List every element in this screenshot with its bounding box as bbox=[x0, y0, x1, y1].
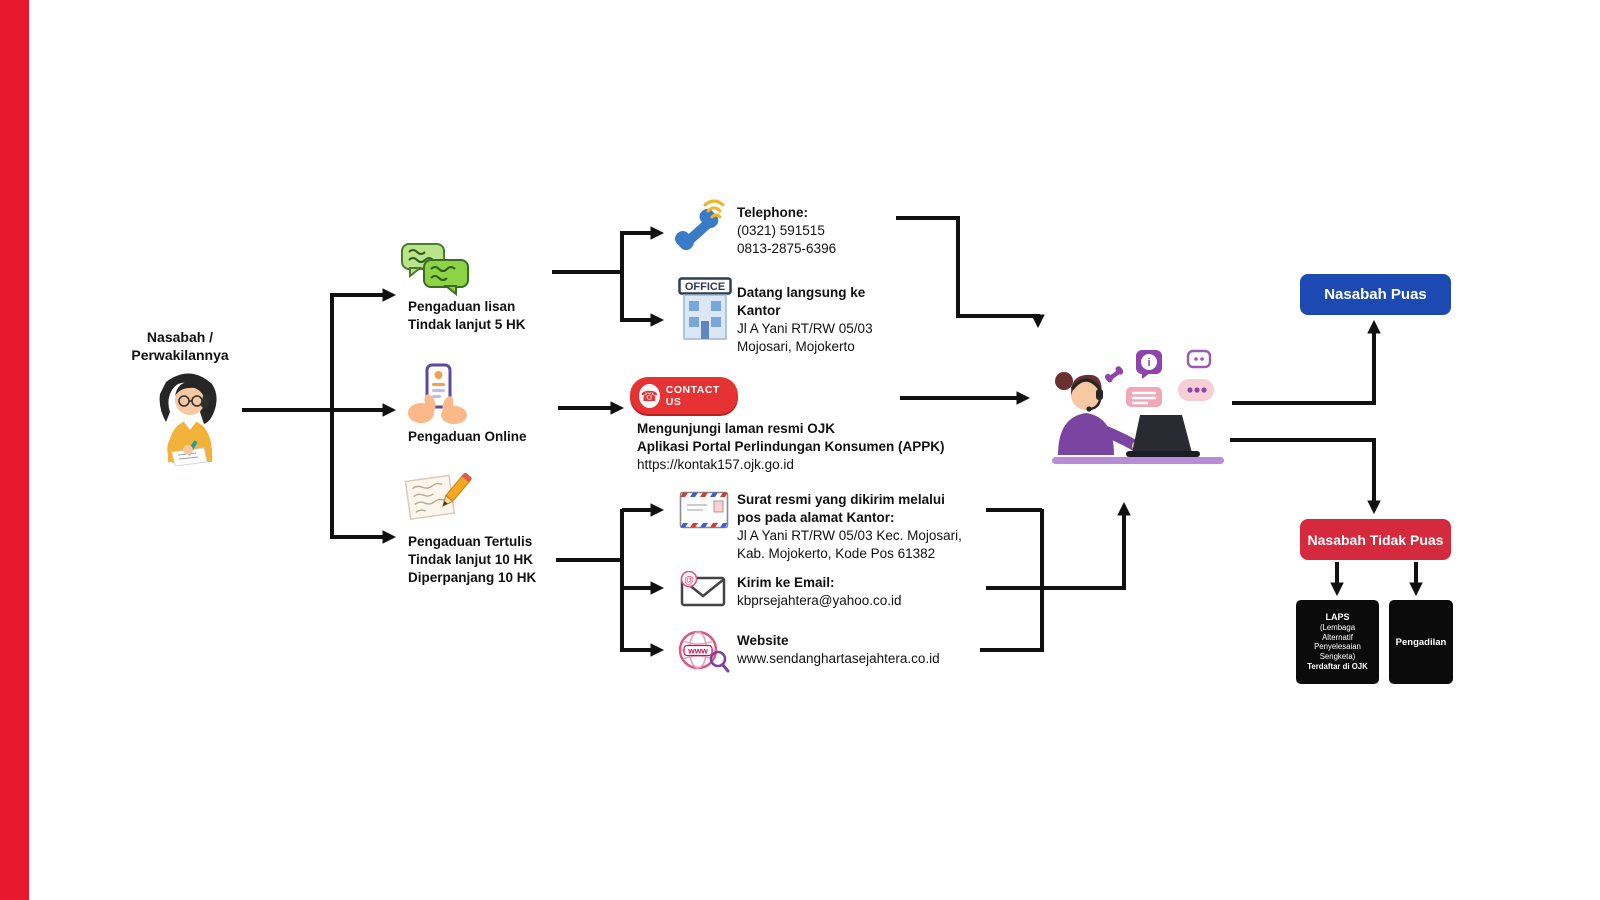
left-accent-bar bbox=[0, 0, 29, 900]
contact-phone-icon: ☎ bbox=[639, 383, 660, 408]
channel-online-title: Pengaduan Online bbox=[408, 429, 527, 444]
website-info: Website www.sendanghartasejahtera.co.id bbox=[737, 632, 1017, 668]
telephone-heading: Telephone: bbox=[737, 205, 809, 220]
email-envelope-icon: @ bbox=[680, 570, 726, 607]
telephone-info: Telephone: (0321) 591515 0813-2875-6396 bbox=[737, 204, 957, 258]
nasabah-tidak-puas-label: Nasabah Tidak Puas bbox=[1307, 531, 1444, 548]
mail-heading: Surat resmi yang dikirim melalui pos pad… bbox=[737, 492, 945, 525]
customer-illustration bbox=[138, 362, 242, 467]
website-heading: Website bbox=[737, 633, 789, 648]
source-label: Nasabah / Perwakilannya bbox=[131, 329, 229, 364]
telephone-numbers: (0321) 591515 0813-2875-6396 bbox=[737, 222, 837, 256]
airmail-envelope-icon bbox=[679, 491, 729, 529]
letter-pencil-icon bbox=[402, 468, 474, 530]
globe-website-icon: www bbox=[676, 628, 730, 674]
online-portal-link: https://kontak157.ojk.go.id bbox=[637, 456, 794, 472]
outcome-nasabah-tidak-puas: Nasabah Tidak Puas bbox=[1300, 519, 1451, 560]
outcome-laps: LAPS (Lembaga Alternatif Penyelesaian Se… bbox=[1296, 600, 1379, 684]
online-portal-info: Mengunjungi laman resmi OJK Aplikasi Por… bbox=[637, 420, 1017, 474]
office-building-icon: OFFICE bbox=[678, 277, 732, 341]
email-info: Kirim ke Email: kbprsejahtera@yahoo.co.i… bbox=[737, 574, 997, 610]
nasabah-puas-label: Nasabah Puas bbox=[1324, 286, 1427, 303]
mail-info: Surat resmi yang dikirim melalui pos pad… bbox=[737, 491, 1027, 563]
chat-bubbles-icon bbox=[400, 242, 470, 297]
phone-bubble-icon bbox=[1104, 366, 1124, 383]
pengadilan-label: Pengadilan bbox=[1395, 636, 1447, 648]
outcome-pengadilan: Pengadilan bbox=[1389, 600, 1453, 684]
email-at-glyph: @ bbox=[684, 575, 694, 586]
email-heading: Kirim ke Email: bbox=[737, 575, 835, 590]
office-address: Jl A Yani RT/RW 05/03 Mojosari, Mojokert… bbox=[737, 320, 873, 354]
office-info: Datang langsung ke Kantor Jl A Yani RT/R… bbox=[737, 284, 977, 356]
website-url: www.sendanghartasejahtera.co.id bbox=[737, 650, 940, 666]
info-bubble-glyph: i bbox=[1147, 357, 1150, 369]
mail-address: Jl A Yani RT/RW 05/03 Kec. Mojosari, Kab… bbox=[737, 527, 962, 561]
channel-tertulis-title: Pengaduan Tertulis Tindak lanjut 10 HK D… bbox=[408, 534, 537, 585]
online-portal-heading: Mengunjungi laman resmi OJK Aplikasi Por… bbox=[637, 421, 945, 454]
laps-title: LAPS bbox=[1325, 612, 1350, 622]
outcome-nasabah-puas: Nasabah Puas bbox=[1300, 274, 1451, 315]
laps-footer: Terdaftar di OJK bbox=[1307, 662, 1368, 672]
contact-us-label: CONTACT US bbox=[665, 383, 720, 408]
channel-lisan-title: Pengaduan lisan Tindak lanjut 5 HK bbox=[408, 299, 526, 332]
customer-service-illustration: i bbox=[1040, 345, 1240, 475]
contact-us-button[interactable]: ☎ CONTACT US bbox=[630, 377, 738, 414]
contact-phone-glyph: ☎ bbox=[640, 387, 659, 404]
laps-body: (Lembaga Alternatif Penyelesaian Sengket… bbox=[1314, 623, 1361, 661]
phone-in-hand-icon bbox=[406, 363, 470, 425]
telephone-icon bbox=[672, 197, 728, 253]
office-sign-text: OFFICE bbox=[685, 281, 725, 293]
office-heading: Datang langsung ke Kantor bbox=[737, 285, 866, 318]
globe-www-label: www bbox=[687, 646, 708, 656]
email-address: kbprsejahtera@yahoo.co.id bbox=[737, 592, 902, 608]
